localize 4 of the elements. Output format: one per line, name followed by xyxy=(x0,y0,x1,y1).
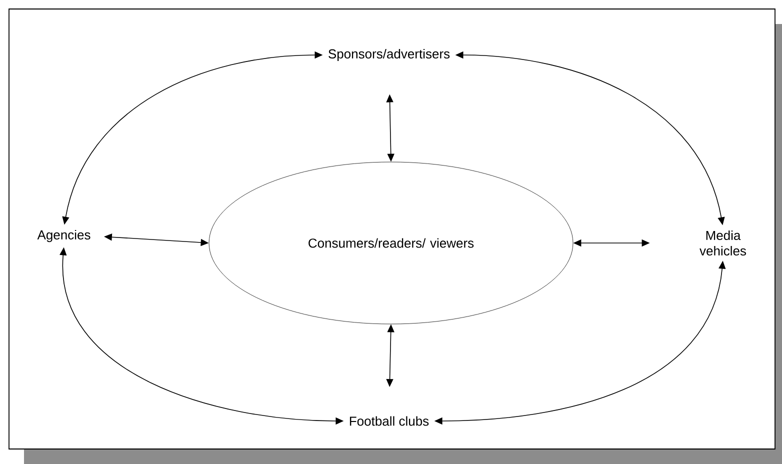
label-text: Sponsors/advertisers xyxy=(328,48,450,62)
label-text: Agencies xyxy=(37,230,90,242)
label-text: Football clubs xyxy=(350,416,429,426)
label-text: Media vehicles xyxy=(700,230,746,256)
